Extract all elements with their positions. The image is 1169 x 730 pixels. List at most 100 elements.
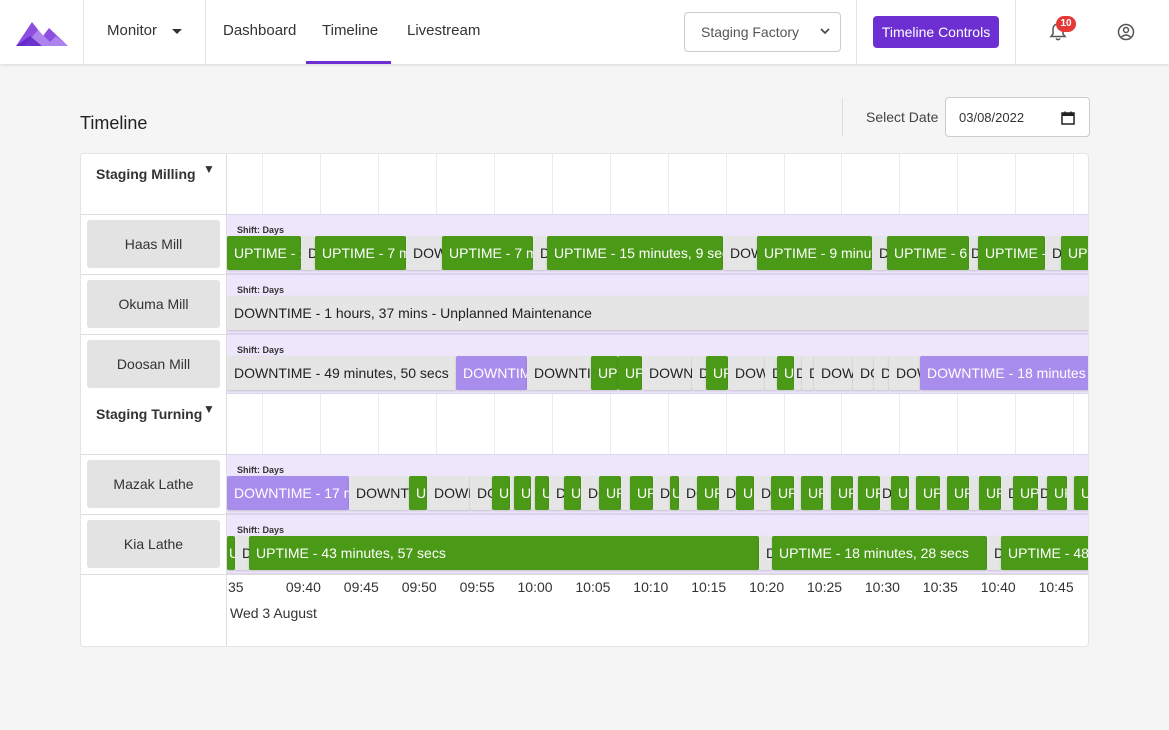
uptime-segment[interactable]: UPTIME (916, 476, 940, 510)
downtime-segment[interactable]: DOWNTIME (1038, 476, 1047, 510)
uptime-segment[interactable]: UPTIME (535, 476, 549, 510)
caret-down-icon[interactable] (172, 29, 182, 34)
planned-downtime-segment[interactable]: DOWNTIME (456, 356, 527, 390)
uptime-segment[interactable]: UPTIME (697, 476, 719, 510)
uptime-segment[interactable]: UPTIME (801, 476, 823, 510)
tab-timeline[interactable]: Timeline (322, 22, 379, 39)
downtime-segment[interactable] (853, 476, 858, 510)
downtime-segment[interactable] (531, 476, 535, 510)
uptime-segment[interactable]: UPTIME (591, 356, 618, 390)
uptime-segment[interactable]: UPTIME (514, 476, 531, 510)
uptime-segment[interactable]: UPTIME - 48 minutes (1001, 536, 1088, 570)
monitor-menu[interactable]: Monitor (107, 22, 158, 39)
downtime-segment[interactable]: DOWNTIME (406, 236, 442, 270)
uptime-segment[interactable]: UPTIME (630, 476, 653, 510)
calendar-icon[interactable] (1061, 111, 1075, 125)
uptime-segment[interactable]: UPTIME (736, 476, 754, 510)
machine-label[interactable]: Mazak Lathe (87, 460, 220, 508)
uptime-segment[interactable]: UPTIME - 5 minutes (978, 236, 1045, 270)
downtime-segment[interactable]: DOWNTIME (1001, 476, 1013, 510)
downtime-segment[interactable]: DOWNTIME (872, 236, 887, 270)
uptime-segment[interactable]: UPTIME (492, 476, 510, 510)
uptime-segment[interactable]: UPTIME (618, 356, 642, 390)
machine-label[interactable]: Okuma Mill (87, 280, 220, 328)
downtime-segment[interactable]: DOWNTIME (880, 476, 891, 510)
uptime-segment[interactable]: UPTIME (706, 356, 728, 390)
tab-livestream[interactable]: Livestream (407, 22, 481, 39)
downtime-segment[interactable] (823, 476, 831, 510)
collapse-caret-icon[interactable]: ▼ (203, 162, 215, 176)
uptime-segment[interactable]: UPTIME (979, 476, 1001, 510)
uptime-segment[interactable]: UPTIME (564, 476, 581, 510)
downtime-segment[interactable]: DOWNTIME (470, 476, 492, 510)
downtime-segment[interactable] (940, 476, 947, 510)
downtime-segment[interactable]: DOWNTIME (527, 356, 591, 390)
downtime-segment[interactable]: DOWNTIME (692, 356, 706, 390)
downtime-segment[interactable]: DOWNTIME (642, 356, 692, 390)
uptime-segment[interactable]: UPTIME (409, 476, 427, 510)
tab-dashboard[interactable]: Dashboard (223, 22, 297, 39)
date-input[interactable]: 03/08/2022 (945, 97, 1090, 137)
downtime-segment[interactable] (969, 476, 979, 510)
downtime-segment[interactable]: DOWNTIME (653, 476, 670, 510)
timeline-controls-button[interactable]: Timeline Controls (873, 16, 999, 48)
collapse-caret-icon[interactable]: ▼ (203, 402, 215, 416)
downtime-segment[interactable]: DOWNTIME (853, 356, 874, 390)
downtime-segment[interactable]: DOWNTIME (427, 476, 470, 510)
downtime-segment[interactable]: DOWNTIME (987, 536, 1001, 570)
downtime-segment[interactable] (1067, 476, 1074, 510)
machine-label[interactable]: Doosan Mill (87, 340, 220, 388)
downtime-segment[interactable] (621, 476, 630, 510)
uptime-segment[interactable]: UPTIME - 9 minutes (757, 236, 872, 270)
uptime-segment[interactable]: UPTIME (947, 476, 969, 510)
downtime-segment[interactable]: DOWNTIME (301, 236, 315, 270)
downtime-segment[interactable]: DOWNTIME (719, 476, 736, 510)
uptime-segment[interactable]: UPTIME (777, 356, 794, 390)
uptime-segment[interactable]: UPTIME (891, 476, 909, 510)
uptime-segment[interactable]: UPTIME (599, 476, 621, 510)
planned-downtime-segment[interactable]: DOWNTIME - 18 minutes (920, 356, 1088, 390)
downtime-segment[interactable]: DOWNTIME (794, 356, 802, 390)
downtime-segment[interactable]: DOWNTIME (533, 236, 547, 270)
uptime-segment[interactable]: UPTIME (831, 476, 853, 510)
factory-select[interactable]: Staging Factory (684, 12, 841, 52)
uptime-segment[interactable]: UPTIME (670, 476, 679, 510)
uptime-segment[interactable]: UPTIME (1047, 476, 1067, 510)
downtime-segment[interactable]: DOWNTIME (754, 476, 771, 510)
downtime-segment[interactable]: DOWNTIME (1045, 236, 1061, 270)
downtime-segment[interactable]: DOWNTIME (969, 236, 978, 270)
downtime-segment[interactable]: DOWNTIME (723, 236, 757, 270)
machine-label[interactable]: Haas Mill (87, 220, 220, 268)
brand-logo-icon[interactable] (16, 16, 68, 48)
uptime-segment[interactable]: UPTIME (771, 476, 794, 510)
uptime-segment[interactable]: UPTIME (1074, 476, 1088, 510)
downtime-segment[interactable]: DOWNTIME - 49 minutes, 50 secs (227, 356, 456, 390)
uptime-segment[interactable]: UPTIME (858, 476, 880, 510)
uptime-segment[interactable]: UPTIME - 18 minutes, 28 secs (772, 536, 987, 570)
uptime-segment[interactable]: UPTIME - 7 minutes (442, 236, 533, 270)
downtime-segment[interactable] (794, 476, 801, 510)
uptime-segment[interactable]: UPTIME (227, 536, 235, 570)
downtime-segment[interactable]: DOWNTIME (581, 476, 599, 510)
user-account-icon[interactable] (1117, 23, 1135, 41)
downtime-segment[interactable]: DOWNTIME (349, 476, 409, 510)
downtime-segment[interactable] (909, 476, 916, 510)
uptime-segment[interactable]: UPTIME - 13 mins (227, 236, 301, 270)
machine-label[interactable]: Kia Lathe (87, 520, 220, 568)
downtime-segment[interactable]: DOWNTIME (814, 356, 853, 390)
uptime-segment[interactable]: UPTIME (1061, 236, 1088, 270)
uptime-segment[interactable]: UPTIME (1013, 476, 1038, 510)
downtime-segment[interactable]: DOWNTIME (679, 476, 697, 510)
downtime-segment[interactable]: DOWNTIME (759, 536, 772, 570)
uptime-segment[interactable]: UPTIME - 15 minutes, 9 secs (547, 236, 723, 270)
uptime-segment[interactable]: UPTIME - 7 minutes (315, 236, 406, 270)
uptime-segment[interactable]: UPTIME - 43 minutes, 57 secs (249, 536, 759, 570)
downtime-segment[interactable]: DOWNTIME (235, 536, 249, 570)
downtime-segment[interactable]: DOWNTIME (874, 356, 889, 390)
notification-badge[interactable]: 10 (1056, 16, 1076, 32)
downtime-segment[interactable]: DOWNTIME (802, 356, 814, 390)
uptime-segment[interactable]: UPTIME - 6 minutes (887, 236, 969, 270)
downtime-segment[interactable]: DOWNTIME (889, 356, 920, 390)
downtime-segment[interactable]: DOWNTIME (549, 476, 564, 510)
